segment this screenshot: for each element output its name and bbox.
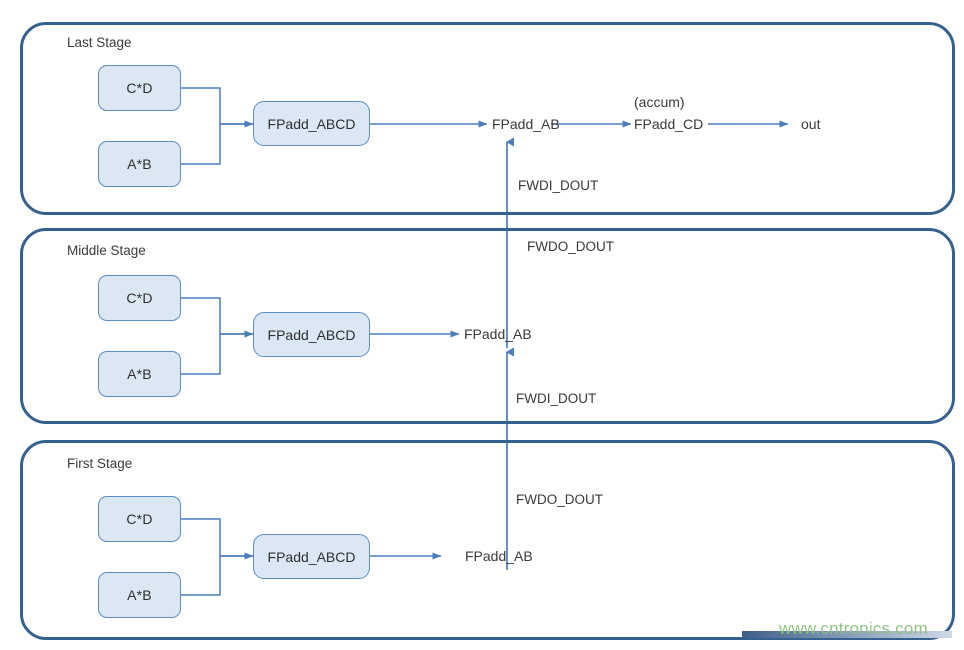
op-box-ab-first[interactable]: A*B: [98, 572, 181, 618]
stage-label-middle: Middle Stage: [67, 243, 146, 258]
connector-ab-to-merge-middle: [181, 334, 221, 375]
adder-box-first[interactable]: FPadd_ABCD: [253, 534, 370, 579]
node-out: out: [801, 116, 821, 132]
stage-panel-first: [20, 440, 955, 640]
connector-cd-to-merge-middle: [181, 297, 221, 334]
adder-box-last[interactable]: FPadd_ABCD: [253, 101, 370, 146]
signal-label-fwdi-lower: FWDI_DOUT: [516, 391, 597, 406]
watermark-bar: [742, 631, 952, 638]
connector-ab-to-merge-last: [181, 124, 221, 165]
node-fpadd-ab-last: FPadd_AB: [492, 116, 560, 132]
op-box-ab-last[interactable]: A*B: [98, 141, 181, 187]
signal-label-fwdo-upper: FWDO_DOUT: [527, 239, 614, 254]
op-box-cd-last[interactable]: C*D: [98, 65, 181, 111]
label-accum: (accum): [634, 94, 685, 110]
adder-box-middle[interactable]: FPadd_ABCD: [253, 312, 370, 357]
connector-cd-to-merge-last: [181, 87, 221, 124]
node-fpadd-ab-first: FPadd_AB: [465, 548, 533, 564]
signal-label-fwdo-lower: FWDO_DOUT: [516, 492, 603, 507]
op-box-cd-first[interactable]: C*D: [98, 496, 181, 542]
connector-cd-to-merge-first: [181, 518, 221, 556]
connector-ab-to-merge-first: [181, 556, 221, 596]
stage-panel-middle: [20, 228, 955, 424]
signal-label-fwdi-upper: FWDI_DOUT: [518, 178, 599, 193]
node-fpadd-ab-middle: FPadd_AB: [464, 326, 532, 342]
op-box-ab-middle[interactable]: A*B: [98, 351, 181, 397]
stage-panel-last: [20, 22, 955, 215]
watermark-text: www.cntronics.com: [779, 619, 928, 638]
op-box-cd-middle[interactable]: C*D: [98, 275, 181, 321]
node-fpadd-cd: FPadd_CD: [634, 116, 704, 132]
stage-label-first: First Stage: [67, 456, 133, 471]
stage-label-last: Last Stage: [67, 35, 132, 50]
